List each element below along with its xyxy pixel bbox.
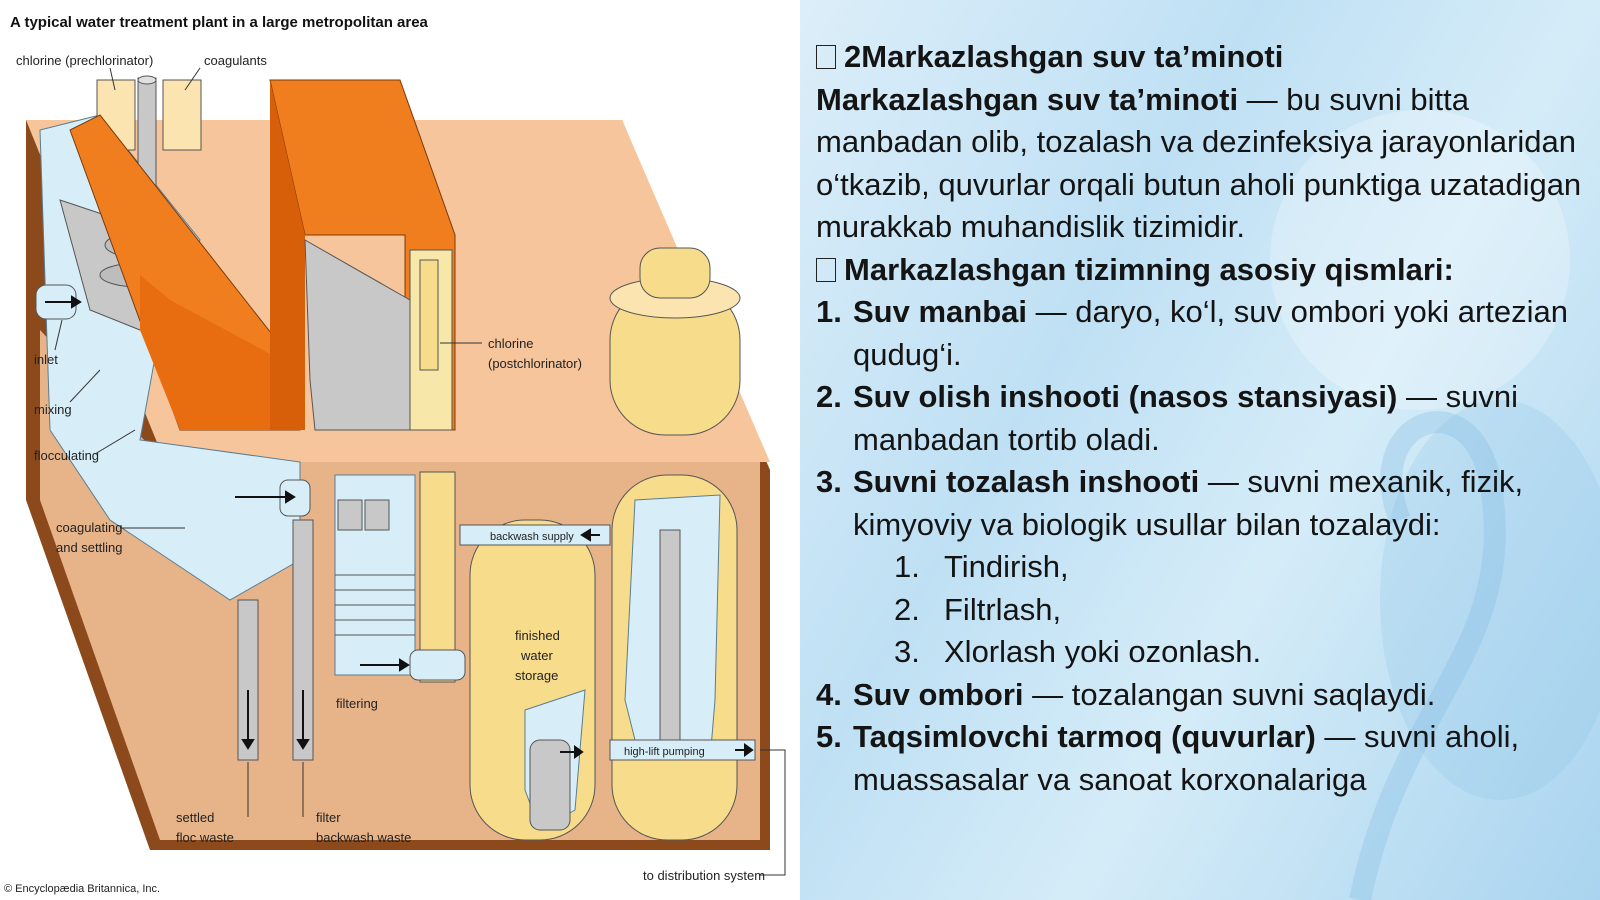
intro-bold: Markazlashgan suv ta’minoti <box>816 81 1239 117</box>
orange-wall-side <box>270 80 305 430</box>
heading-text: Markazlashgan suv ta’minoti <box>861 39 1284 74</box>
coagulant-box <box>162 79 202 151</box>
sub-item-text: Filtrlash, <box>944 591 1062 627</box>
label-settling: and settling <box>56 540 123 555</box>
slide-body: 2Markazlashgan suv ta’minoti Markazlashg… <box>816 36 1596 801</box>
intro-paragraph: Markazlashgan suv ta’minoti — bu suvni b… <box>816 79 1596 249</box>
item-rest: — suvni aholi, muassasalar va sanoat kor… <box>853 719 1520 797</box>
label-chlorine-pre: chlorine (prechlorinator) <box>16 53 153 68</box>
label-backwash-supply: backwash supply <box>490 531 574 543</box>
item-rest: — suvni manbadan tortib oladi. <box>853 379 1518 457</box>
high-lift-pipe <box>609 739 756 761</box>
list-item: 1. Suv manbai — daryo, ko‘l, suv ombori y… <box>816 291 1596 376</box>
label-distribution: to distribution system <box>643 868 765 883</box>
item-bold: Taqsimlovchi tarmoq (quvurlar) <box>853 719 1316 754</box>
label-inlet: inlet <box>34 352 58 367</box>
sub-item-number: 2. <box>894 591 920 627</box>
sub-item: 3. Xlorlash yoki ozonlash. <box>816 631 1596 674</box>
slide-heading: 2Markazlashgan suv ta’minoti <box>816 36 1596 79</box>
postchlorinator-pipe <box>419 259 439 371</box>
item-rest: — daryo, ko‘l, suv ombori yoki artezian … <box>853 294 1568 372</box>
item-number: 4. <box>816 676 842 712</box>
tank-dome <box>639 247 711 299</box>
filter-outlet-pipe <box>409 649 466 681</box>
label-coagulants: coagulants <box>204 53 267 68</box>
label-flocculating: flocculating <box>34 448 99 463</box>
label-high-lift: high-lift pumping <box>624 746 705 758</box>
item-number: 5. <box>816 719 842 754</box>
filter-valve <box>337 499 363 531</box>
item-number: 1. <box>816 294 842 329</box>
background-decoration <box>1270 110 1600 900</box>
sub-item-number: 3. <box>894 634 920 669</box>
label-postchlorinator: (postchlorinator) <box>488 356 582 371</box>
bullet-box-icon <box>816 257 836 282</box>
backwash-supply-pipe <box>459 524 611 546</box>
label-filtering: filtering <box>336 696 378 711</box>
sub-item: 2. Filtrlash, <box>816 589 1596 632</box>
water-treatment-diagram: A typical water treatment plant in a lar… <box>4 14 786 895</box>
item-bold: Suv ombori <box>853 676 1024 712</box>
parts-heading-text: Markazlashgan tizimning asosiy qismlari: <box>844 251 1454 287</box>
filter-riser <box>419 471 456 683</box>
sub-item: 1. Tindirish, <box>816 546 1596 589</box>
leader-lines <box>54 67 786 876</box>
label-floc-waste: floc waste <box>176 830 234 845</box>
filter-valve <box>364 499 390 531</box>
lift-pipe <box>659 529 681 741</box>
label-backwash-waste: backwash waste <box>316 830 411 845</box>
settled-waste-pipe <box>237 599 259 761</box>
item-number: 2. <box>816 379 842 414</box>
label-chlorine-post: chlorine <box>488 336 534 351</box>
label-finished: finished <box>515 628 560 643</box>
list-item: 4. Suv ombori — tozalangan suvni saqlaydi… <box>816 674 1596 717</box>
item-bold: Suv manbai <box>853 294 1027 329</box>
text-panel: 2Markazlashgan suv ta’minoti Markazlashg… <box>800 0 1600 900</box>
list-item: 3. Suvni tozalash inshooti — suvni mexani… <box>816 461 1596 546</box>
shaft-top <box>137 75 157 85</box>
copyright: © Encyclopædia Britannica, Inc. <box>4 883 160 895</box>
backwash-waste-pipe <box>292 519 314 761</box>
bullet-box-icon <box>816 45 836 69</box>
label-storage: storage <box>515 668 558 683</box>
flow-arrows <box>45 295 754 759</box>
item-rest: — suvni mexanik, fizik, kimyoviy va biol… <box>853 464 1524 542</box>
item-rest: — tozalangan suvni saqlaydi. <box>1023 676 1436 712</box>
item-number: 3. <box>816 464 842 499</box>
list-item: 2.Suv olish inshooti (nasos stansiyasi) … <box>816 376 1596 461</box>
orange-wall-front <box>140 275 300 430</box>
parts-heading: Markazlashgan tizimning asosiy qismlari: <box>816 249 1596 292</box>
label-coagulating: coagulating <box>56 520 123 535</box>
sub-item-number: 1. <box>894 549 920 584</box>
sub-item-text: Tindirish, <box>944 549 1069 584</box>
diagram-canvas: A typical water treatment plant in a lar… <box>4 14 786 895</box>
list-item: 5. Taqsimlovchi tarmoq (quvurlar) — suvni… <box>816 716 1596 801</box>
item-bold: Suvni tozalash inshooti <box>853 464 1200 499</box>
label-settled: settled <box>176 810 214 825</box>
filter-layers <box>335 574 415 636</box>
item-bold: Suv olish inshooti (nasos stansiyasi) <box>853 379 1398 414</box>
diagram-title: A typical water treatment plant in a lar… <box>10 14 429 31</box>
label-mixing: mixing <box>34 402 72 417</box>
intro-rest: — bu suvni bitta manbadan olib, tozalash… <box>816 81 1582 245</box>
filter-building <box>304 239 411 431</box>
heading-glyph: 2 <box>844 39 862 74</box>
storage-intake-pipe <box>529 739 571 831</box>
label-filter: filter <box>316 810 341 825</box>
sub-item-text: Xlorlash yoki ozonlash. <box>944 634 1262 669</box>
label-water: water <box>520 648 553 663</box>
